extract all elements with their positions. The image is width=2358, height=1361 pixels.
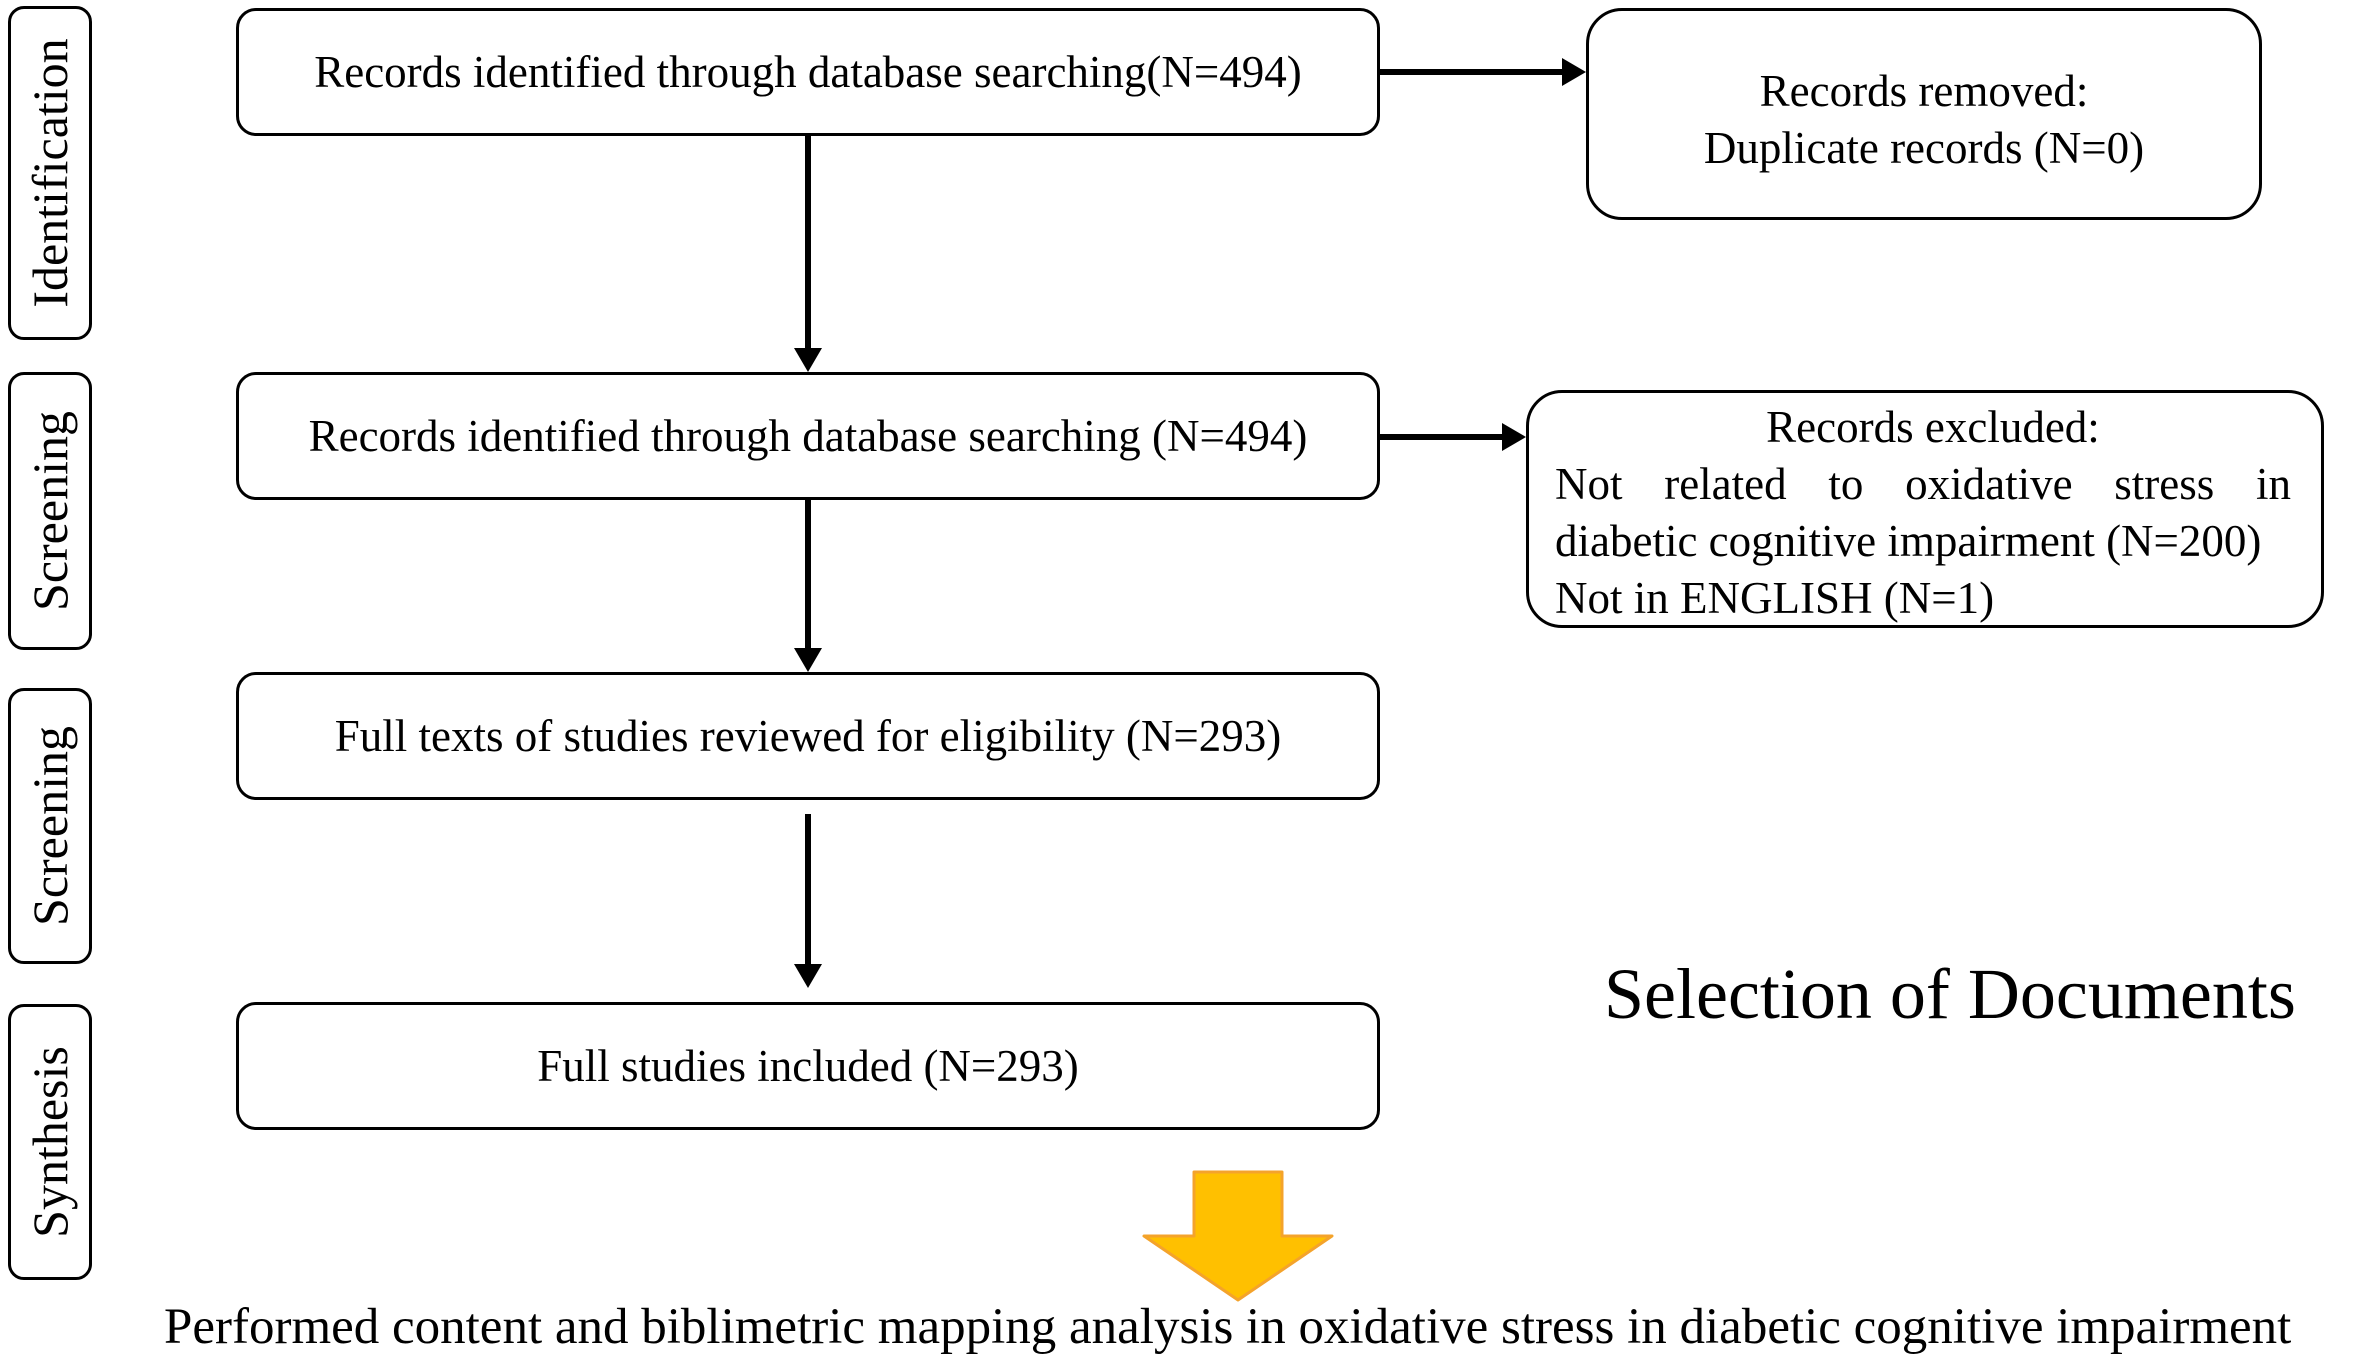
- conclusion-text: Performed content and biblimetric mappin…: [164, 1299, 2292, 1355]
- records-screened-text: Records identified through database sear…: [308, 410, 1308, 461]
- studies-included-box: Full studies included (N=293): [236, 1002, 1380, 1130]
- arrow-full-texts-to-included: [794, 814, 822, 988]
- records-excluded-line-2: diabetic cognitive impairment (N=200): [1555, 516, 2262, 566]
- down-block-arrow: [1142, 1170, 1334, 1302]
- arrow-screened-to-excluded: [1380, 423, 1526, 451]
- records-identified-text: Records identified through database sear…: [314, 46, 1302, 97]
- arrow-identified-to-screened: [794, 136, 822, 372]
- records-removed-detail: Duplicate records (N=0): [1703, 123, 2145, 173]
- arrow-identified-to-removed: [1380, 58, 1586, 86]
- records-excluded-heading: Records excluded:: [1766, 402, 2100, 452]
- full-texts-box: Full texts of studies reviewed for eligi…: [236, 672, 1380, 800]
- arrow-screened-to-full-texts: [794, 500, 822, 672]
- stage-identification: Identification: [8, 6, 92, 340]
- stage-synthesis: Synthesis: [8, 1004, 92, 1280]
- records-removed-heading: Records removed:: [1759, 66, 2089, 116]
- records-screened-box: Records identified through database sear…: [236, 372, 1380, 500]
- records-excluded-line-1: Not related to oxidative stress in: [1555, 459, 2291, 509]
- records-excluded-line-3: Not in ENGLISH (N=1): [1555, 573, 1995, 623]
- records-identified-box: Records identified through database sear…: [236, 8, 1380, 136]
- records-removed-box: Records removed: Duplicate records (N=0): [1586, 8, 2262, 220]
- records-excluded-box: Records excluded: Not related to oxidati…: [1526, 390, 2324, 628]
- diagram-title: Selection of Documents: [1604, 954, 2296, 1034]
- studies-included-text: Full studies included (N=293): [537, 1040, 1079, 1091]
- stage-screening-2: Screening: [8, 688, 92, 964]
- stage-screening-1: Screening: [8, 372, 92, 650]
- full-texts-text: Full texts of studies reviewed for eligi…: [334, 710, 1282, 761]
